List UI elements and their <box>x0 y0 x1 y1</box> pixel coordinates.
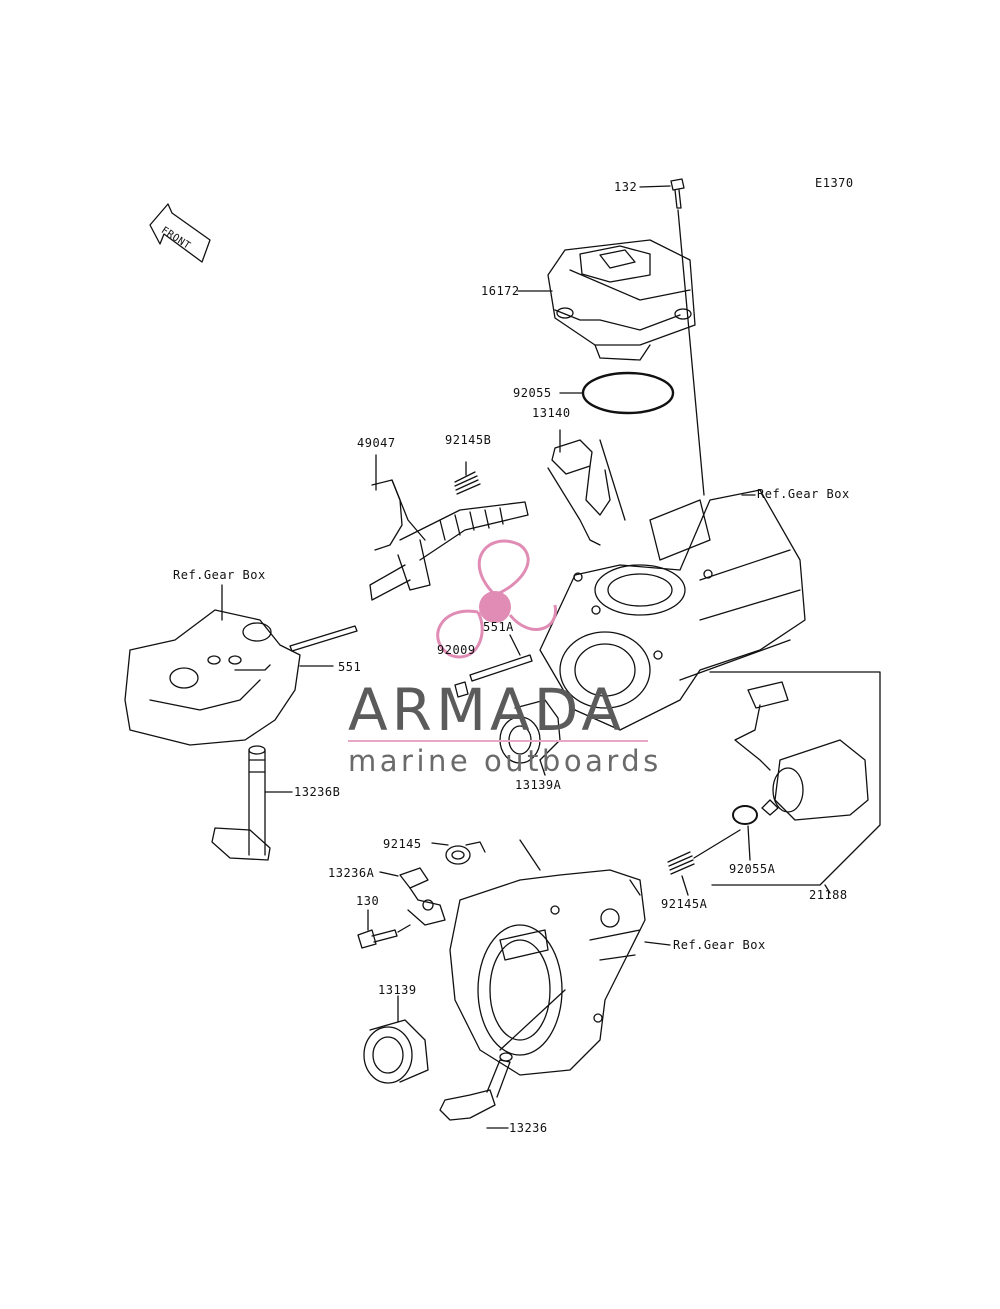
label-92145: 92145 <box>383 837 422 851</box>
bolt-132 <box>639 178 705 496</box>
label-13236: 13236 <box>509 1121 548 1135</box>
oring-92055 <box>581 371 675 415</box>
label-49047: 49047 <box>357 436 396 450</box>
spring-92145A <box>667 829 741 896</box>
label-ref-gear-box-bottom: Ref.Gear Box <box>673 938 766 952</box>
label-130: 130 <box>356 894 380 908</box>
pin-551A <box>454 634 533 698</box>
bolt-130 <box>357 909 411 949</box>
label-21188: 21188 <box>809 888 848 902</box>
label-92009: 92009 <box>437 643 476 657</box>
gear-box-main <box>539 489 806 731</box>
diagram-code: E1370 <box>815 176 854 190</box>
gear-box-bottom <box>449 839 671 1076</box>
lever-13236 <box>439 989 566 1129</box>
front-arrow-icon <box>149 203 211 263</box>
label-92145A: 92145A <box>661 897 708 911</box>
stopper-13236A <box>379 867 446 926</box>
pin-551 <box>234 625 358 671</box>
spring-92145 <box>431 841 486 865</box>
cover-16172 <box>517 239 696 361</box>
watermark-divider <box>348 740 648 742</box>
label-132: 132 <box>614 180 638 194</box>
spring-92145B <box>454 461 481 495</box>
label-13139A: 13139A <box>515 778 562 792</box>
watermark-title: ARMADA <box>348 676 626 744</box>
label-92145B: 92145B <box>445 433 492 447</box>
watermark-subtitle: marine outboards <box>348 744 662 778</box>
label-ref-gear-box-top: Ref.Gear Box <box>757 487 850 501</box>
label-16172: 16172 <box>481 284 520 298</box>
propeller-logo-icon <box>436 539 557 659</box>
label-551: 551 <box>338 660 362 674</box>
fork-13140 <box>547 429 626 546</box>
label-13139: 13139 <box>378 983 417 997</box>
gear-box-left <box>124 584 301 746</box>
label-13236A: 13236A <box>328 866 375 880</box>
sleeve-13139 <box>363 995 429 1084</box>
label-13236B: 13236B <box>294 785 341 799</box>
label-ref-gear-box-left: Ref.Gear Box <box>173 568 266 582</box>
sensor-21188 <box>709 671 881 894</box>
shift-fork-49047 <box>369 454 529 601</box>
label-551A: 551A <box>483 620 514 634</box>
label-13140: 13140 <box>532 406 571 420</box>
shaft-13236B <box>211 745 293 861</box>
label-92055: 92055 <box>513 386 552 400</box>
label-92055A: 92055A <box>729 862 776 876</box>
